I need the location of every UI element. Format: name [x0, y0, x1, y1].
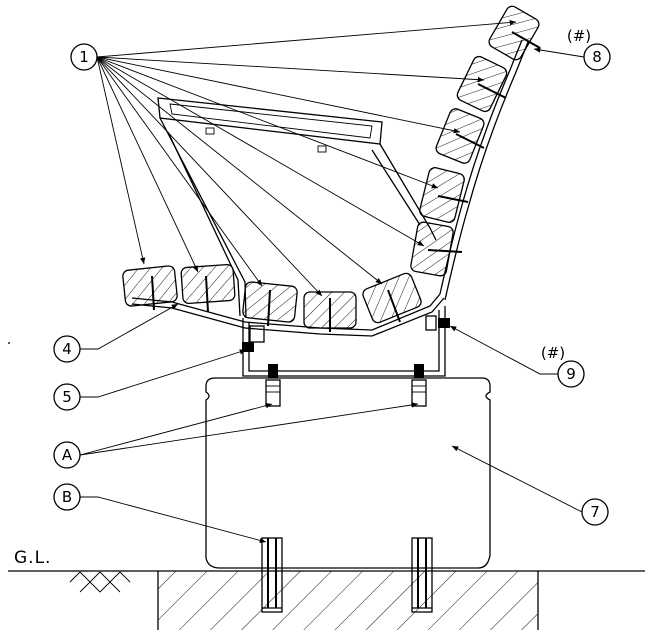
back-slat-4 — [456, 55, 508, 113]
callout-4: 4 — [53, 335, 81, 363]
back-slat-1 — [410, 221, 463, 277]
callout-8: 8 — [583, 43, 611, 71]
back-slat-2 — [419, 167, 469, 223]
callout-9: 9 — [557, 360, 585, 388]
embedded-bolt-right — [411, 379, 427, 407]
mark-9: (#) — [541, 344, 565, 362]
seat-slat-2 — [180, 263, 236, 313]
seat-slat-5 — [362, 272, 422, 324]
callout-7: 7 — [581, 498, 609, 526]
svg-text:9: 9 — [566, 365, 576, 383]
anchor-bolt-right — [411, 537, 433, 613]
callout-1: 1 — [70, 43, 98, 71]
callout-A: A — [53, 441, 81, 469]
back-slat-5 — [488, 5, 541, 61]
svg-text:A: A — [62, 446, 73, 464]
svg-text:4: 4 — [62, 340, 72, 358]
back-slat-3 — [435, 108, 485, 164]
ground-symbol — [69, 571, 131, 593]
callout-B: B — [53, 483, 81, 511]
ground — [8, 570, 645, 630]
callout-5: 5 — [53, 383, 81, 411]
svg-text:7: 7 — [590, 503, 600, 521]
seat-slat-1 — [122, 265, 178, 311]
concrete-footing — [205, 377, 491, 569]
svg-text:5: 5 — [62, 388, 72, 406]
svg-text:B: B — [62, 488, 72, 506]
leader-lines — [8, 19, 585, 543]
wooden-slats — [122, 5, 541, 332]
embedded-bolt-left — [265, 379, 281, 407]
ground-level-label: G.L. — [14, 548, 51, 568]
seat-slat-3 — [242, 281, 298, 327]
seat-slat-4 — [303, 291, 357, 332]
svg-text:1: 1 — [79, 48, 89, 66]
mark-8: (#) — [567, 27, 591, 45]
anchor-bolt-left — [261, 537, 283, 613]
svg-text:8: 8 — [592, 48, 602, 66]
